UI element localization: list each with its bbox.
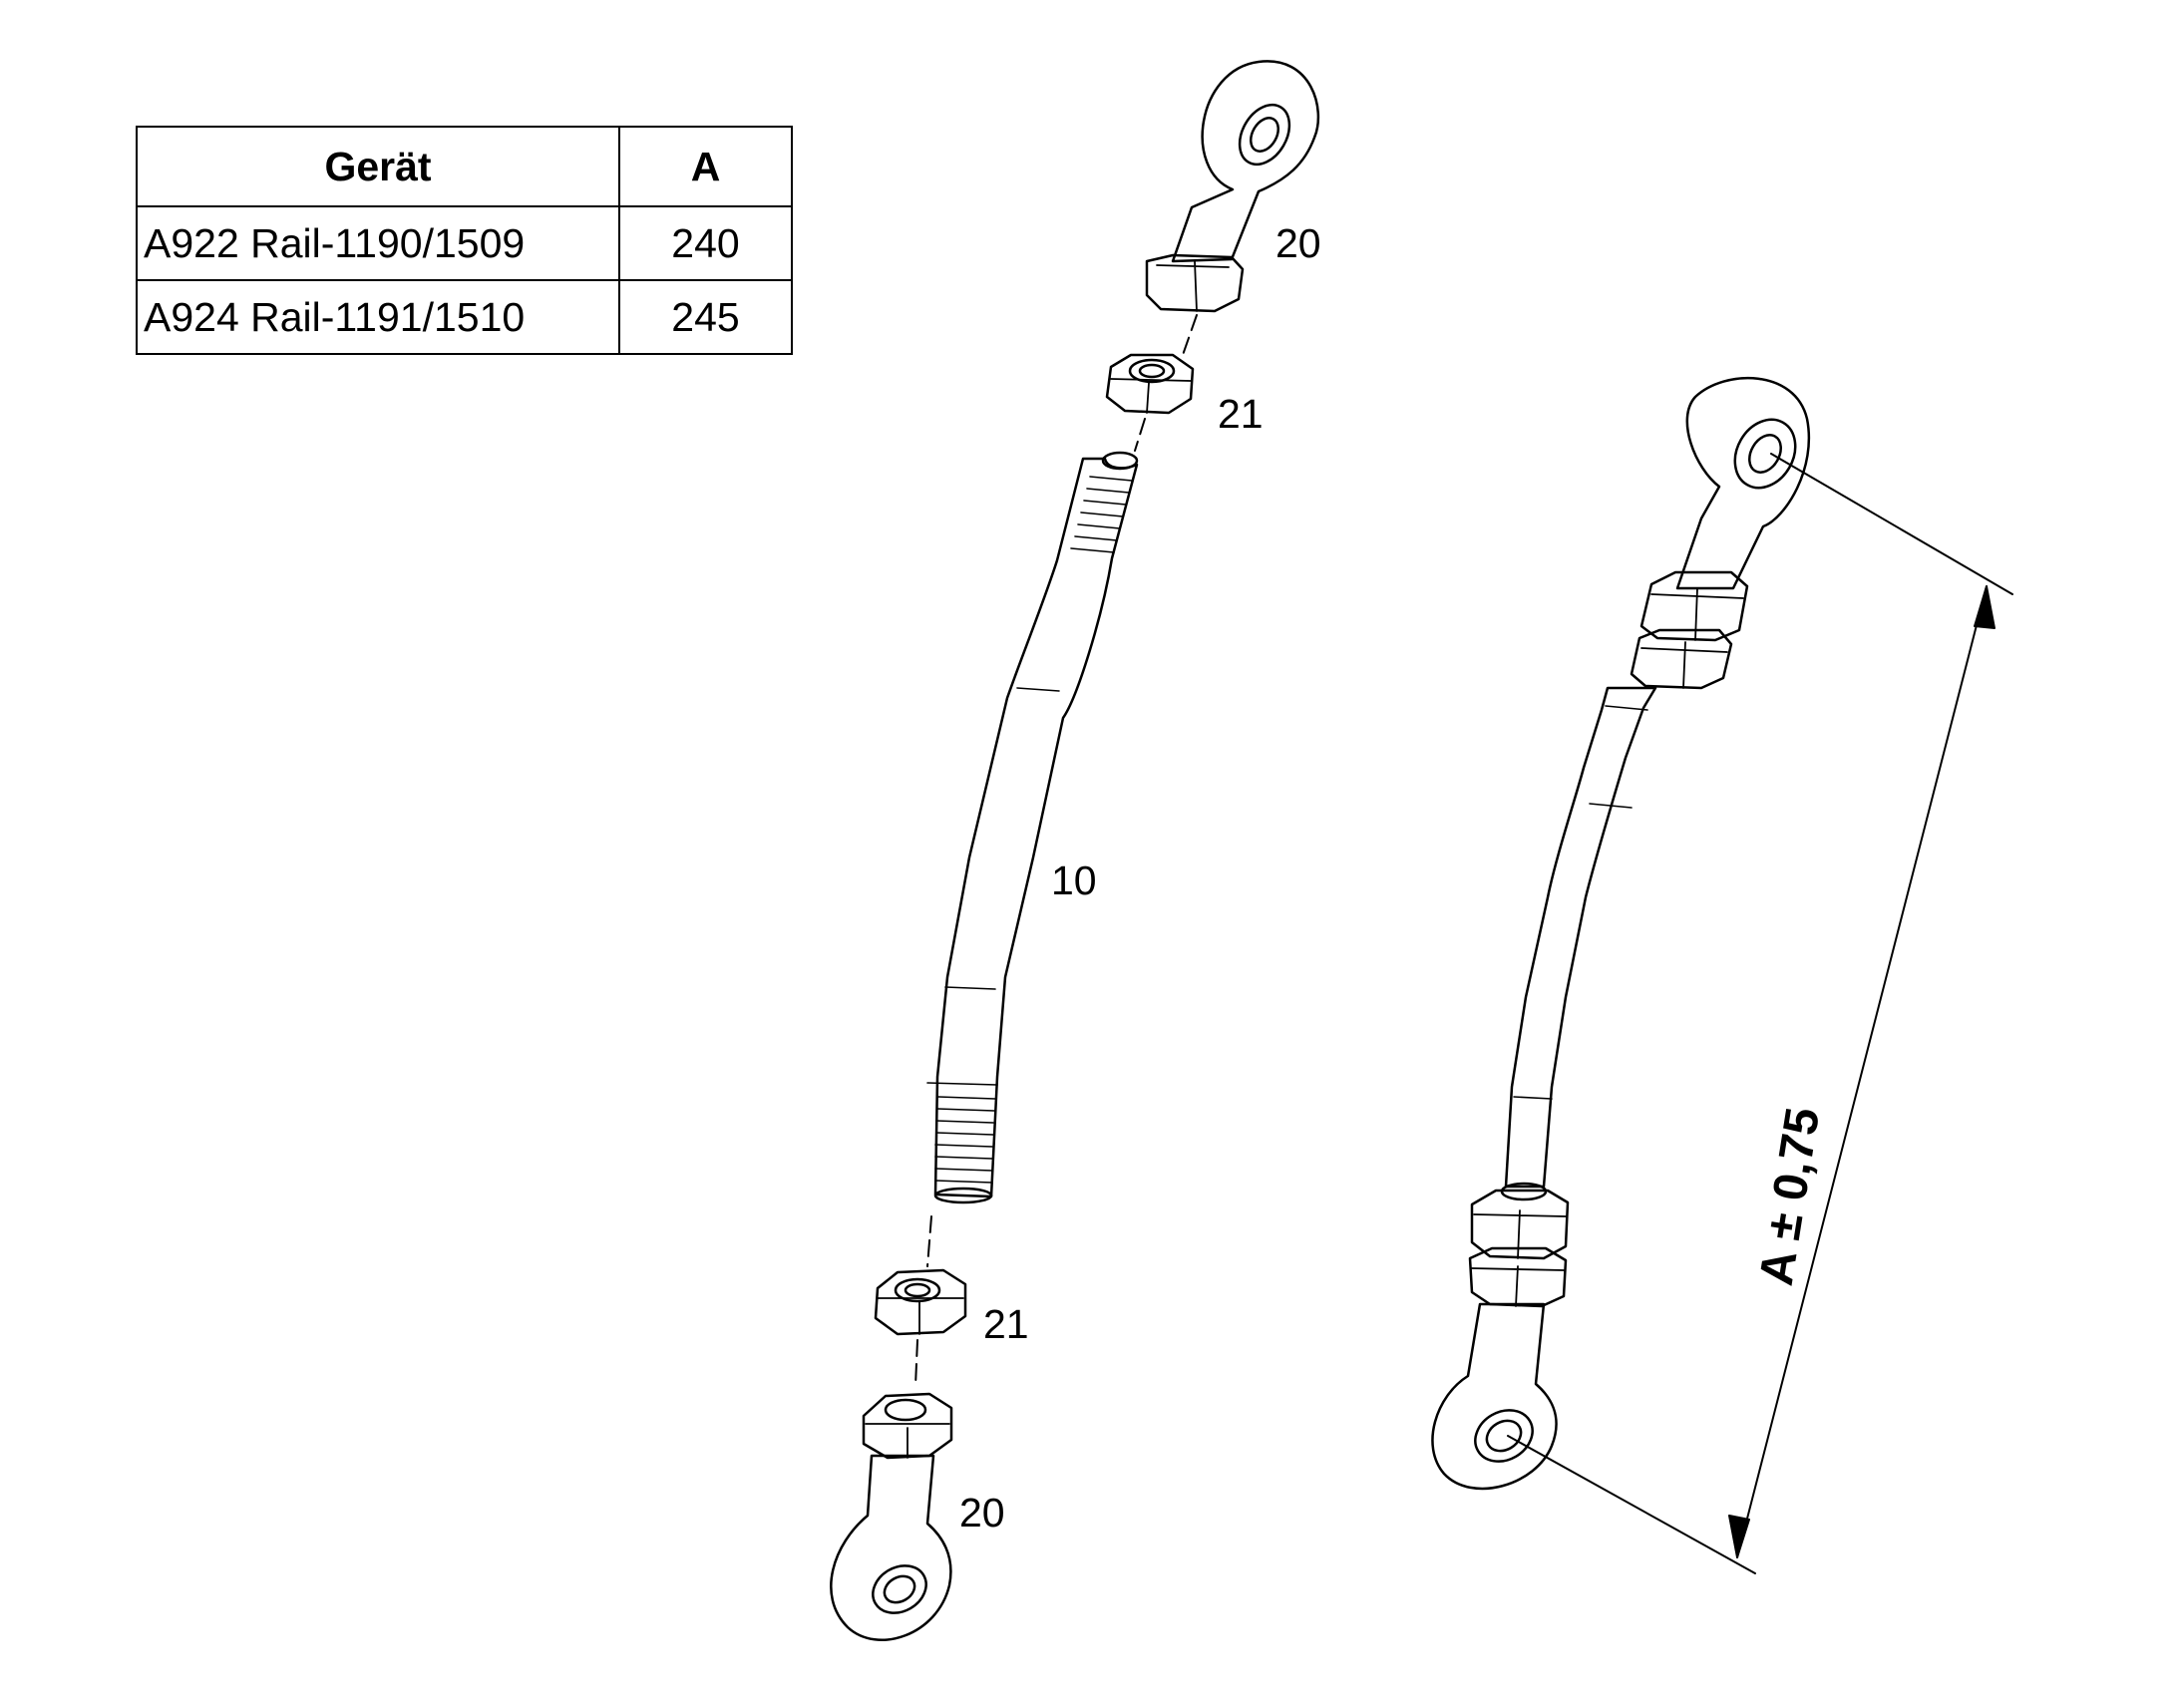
table-header-row: Gerät A: [136, 126, 793, 207]
device-cell: A922 Rail-1190/1509: [136, 205, 620, 281]
callout-rod: 10: [1051, 857, 1097, 903]
top-rod-end-exploded: [1145, 60, 1320, 313]
dimension-lines: [1507, 453, 2013, 1574]
column-header-a: A: [618, 126, 793, 207]
threaded-rod: [926, 451, 1139, 1204]
callout-bottom-nut: 21: [983, 1301, 1029, 1347]
a-value-cell: 245: [618, 279, 793, 355]
callout-top-rod-end: 20: [1275, 220, 1321, 266]
callout-top-nut: 21: [1218, 391, 1264, 437]
callout-bottom-rod-end: 20: [959, 1490, 1005, 1536]
table-row: A922 Rail-1190/1509 240: [136, 205, 793, 281]
column-header-device: Gerät: [136, 126, 620, 207]
a-value-cell: 240: [618, 205, 793, 281]
dimension-table: Gerät A A922 Rail-1190/1509 240 A924 Rai…: [136, 126, 793, 355]
top-nut-exploded: [1105, 353, 1195, 415]
table-row: A924 Rail-1191/1510 245: [136, 279, 793, 355]
bottom-nut-exploded: [874, 1268, 967, 1336]
assembled-tie-rod: [1431, 377, 1810, 1491]
bottom-rod-end-exploded: [830, 1392, 953, 1641]
device-cell: A924 Rail-1191/1510: [136, 279, 620, 355]
